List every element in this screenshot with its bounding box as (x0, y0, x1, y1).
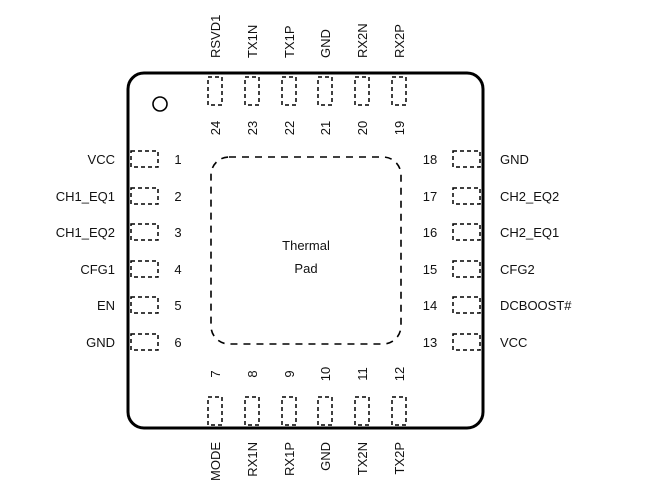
pin-name-8: RX1N (245, 442, 260, 477)
pin-name-11: TX2N (355, 442, 370, 475)
pin-name-1: VCC (88, 152, 115, 167)
pin-name-5: EN (97, 298, 115, 313)
pin-pad-11 (354, 396, 370, 426)
pin-name-14: DCBOOST# (500, 298, 572, 313)
pin-name-16: CH2_EQ1 (500, 225, 559, 240)
pin-number-18: 18 (423, 152, 437, 167)
pin-number-12: 12 (392, 367, 407, 381)
pin-name-21: GND (318, 29, 333, 58)
pin-number-24: 24 (208, 121, 223, 135)
pin-number-5: 5 (174, 298, 181, 313)
pin1-marker (152, 96, 168, 112)
pin-pad-10 (317, 396, 333, 426)
pin-number-14: 14 (423, 298, 437, 313)
pin-pad-4 (130, 260, 159, 278)
pin-name-17: CH2_EQ2 (500, 189, 559, 204)
pin-number-1: 1 (174, 152, 181, 167)
pin-number-10: 10 (318, 367, 333, 381)
pin-number-6: 6 (174, 335, 181, 350)
pin-name-12: TX2P (392, 442, 407, 475)
pin-name-19: RX2P (392, 24, 407, 58)
pin-pad-8 (244, 396, 260, 426)
pin-number-8: 8 (245, 370, 260, 377)
pin-pad-21 (317, 76, 333, 106)
pin-pad-24 (207, 76, 223, 106)
pin-number-3: 3 (174, 225, 181, 240)
pin-name-22: TX1P (282, 25, 297, 58)
pin-pad-18 (452, 150, 481, 168)
pin-pad-5 (130, 296, 159, 314)
pin-number-7: 7 (208, 370, 223, 377)
pin-number-4: 4 (174, 262, 181, 277)
pin-name-15: CFG2 (500, 262, 535, 277)
pin-pad-20 (354, 76, 370, 106)
thermal-pad-label-line1: Thermal (282, 238, 330, 253)
pin-name-20: RX2N (355, 23, 370, 58)
pin-number-9: 9 (282, 370, 297, 377)
thermal-pad-label-line2: Pad (294, 261, 317, 276)
pin-name-10: GND (318, 442, 333, 471)
pin-number-22: 22 (282, 121, 297, 135)
package-body (126, 71, 485, 430)
pin-name-24: RSVD1 (208, 15, 223, 58)
pin-pad-14 (452, 296, 481, 314)
pin-pad-23 (244, 76, 260, 106)
pin-number-19: 19 (392, 121, 407, 135)
pin-number-15: 15 (423, 262, 437, 277)
pin-name-13: VCC (500, 335, 527, 350)
pin-number-17: 17 (423, 189, 437, 204)
pin-name-4: CFG1 (80, 262, 115, 277)
pin-pad-9 (281, 396, 297, 426)
pin-pad-16 (452, 223, 481, 241)
pin-pad-19 (391, 76, 407, 106)
pin-name-7: MODE (208, 442, 223, 481)
pin-name-2: CH1_EQ1 (56, 189, 115, 204)
pin-pad-2 (130, 187, 159, 205)
pin-pad-7 (207, 396, 223, 426)
pin-number-11: 11 (355, 367, 370, 381)
pin-number-2: 2 (174, 189, 181, 204)
pin-pad-12 (391, 396, 407, 426)
pin-name-6: GND (86, 335, 115, 350)
pin-name-18: GND (500, 152, 529, 167)
pin-pad-3 (130, 223, 159, 241)
pin-pad-22 (281, 76, 297, 106)
pin-name-23: TX1N (245, 25, 260, 58)
pin-number-21: 21 (318, 121, 333, 135)
pin-name-9: RX1P (282, 442, 297, 476)
pin-name-3: CH1_EQ2 (56, 225, 115, 240)
pin-pad-15 (452, 260, 481, 278)
pin-number-23: 23 (245, 121, 260, 135)
pin-pad-17 (452, 187, 481, 205)
pin-number-20: 20 (355, 121, 370, 135)
pin-number-13: 13 (423, 335, 437, 350)
pin-pad-13 (452, 333, 481, 351)
pin-number-16: 16 (423, 225, 437, 240)
pin-pad-6 (130, 333, 159, 351)
pin-pad-1 (130, 150, 159, 168)
